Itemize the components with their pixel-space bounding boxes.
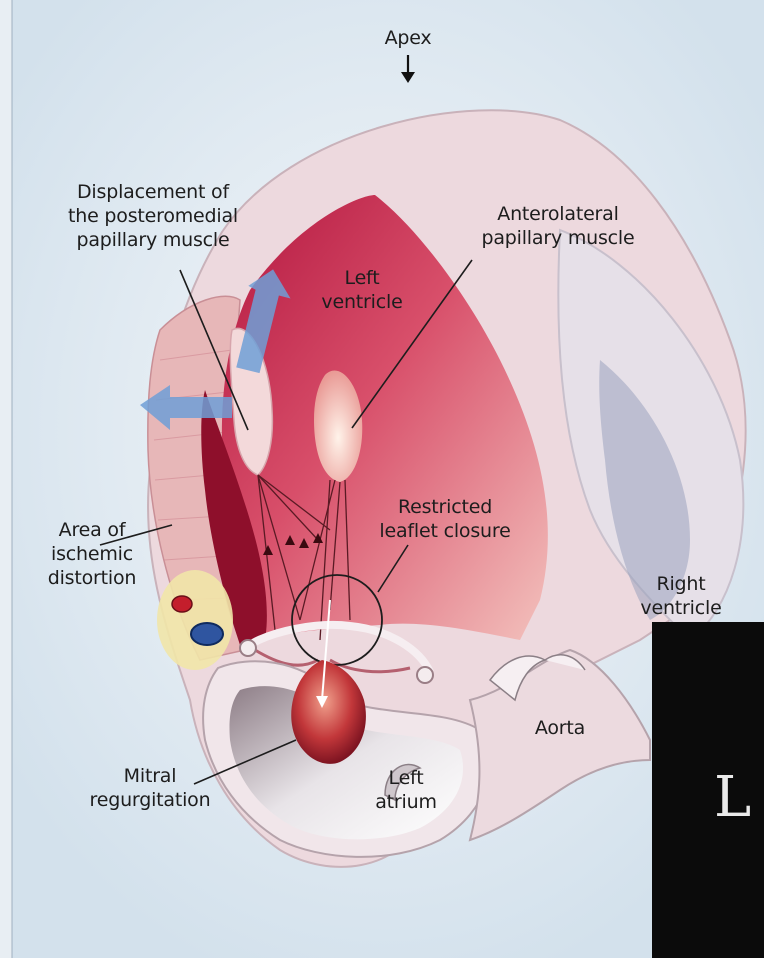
label-right-ventricle: Right ventricle [626, 572, 736, 620]
label-right-ventricle-line-1: Right [626, 572, 736, 596]
overlapping-dark-image: L [652, 622, 764, 958]
label-aorta-text: Aorta [520, 716, 600, 740]
label-displacement-line-3: papillary muscle [48, 228, 258, 252]
label-mitral-line-1: Mitral [80, 764, 220, 788]
epicardial-fat [157, 570, 233, 670]
coronary-vein [191, 623, 223, 645]
label-anterolateral: Anterolateral papillary muscle [458, 202, 658, 250]
label-mitral: Mitral regurgitation [80, 764, 220, 812]
label-anterolateral-line-1: Anterolateral [458, 202, 658, 226]
label-left-ventricle-line-1: Left [312, 266, 412, 290]
label-ischemic: Area of ischemic distortion [32, 518, 152, 590]
label-apex-text: Apex [377, 26, 439, 50]
annulus-node-left [240, 640, 256, 656]
label-restricted-line-1: Restricted [360, 495, 530, 519]
label-left-atrium-line-2: atrium [366, 790, 446, 814]
label-anterolateral-line-2: papillary muscle [458, 226, 658, 250]
label-left-ventricle: Left ventricle [312, 266, 412, 314]
label-displacement-line-2: the posteromedial [48, 204, 258, 228]
label-restricted: Restricted leaflet closure [360, 495, 530, 543]
label-restricted-line-2: leaflet closure [360, 519, 530, 543]
label-apex: Apex [377, 26, 439, 50]
inset-letter: L [714, 768, 751, 828]
label-left-ventricle-line-2: ventricle [312, 290, 412, 314]
coronary-artery [172, 596, 192, 612]
label-displacement-line-1: Displacement of [48, 180, 258, 204]
label-left-atrium: Left atrium [366, 766, 446, 814]
label-ischemic-line-1: Area of [32, 518, 152, 542]
label-left-atrium-line-1: Left [366, 766, 446, 790]
label-displacement: Displacement of the posteromedial papill… [48, 180, 258, 252]
left-border [0, 0, 12, 958]
label-ischemic-line-2: ischemic [32, 542, 152, 566]
annulus-node-right [417, 667, 433, 683]
label-aorta: Aorta [520, 716, 600, 740]
label-mitral-line-2: regurgitation [80, 788, 220, 812]
label-ischemic-line-3: distortion [32, 566, 152, 590]
label-right-ventricle-line-2: ventricle [626, 596, 736, 620]
